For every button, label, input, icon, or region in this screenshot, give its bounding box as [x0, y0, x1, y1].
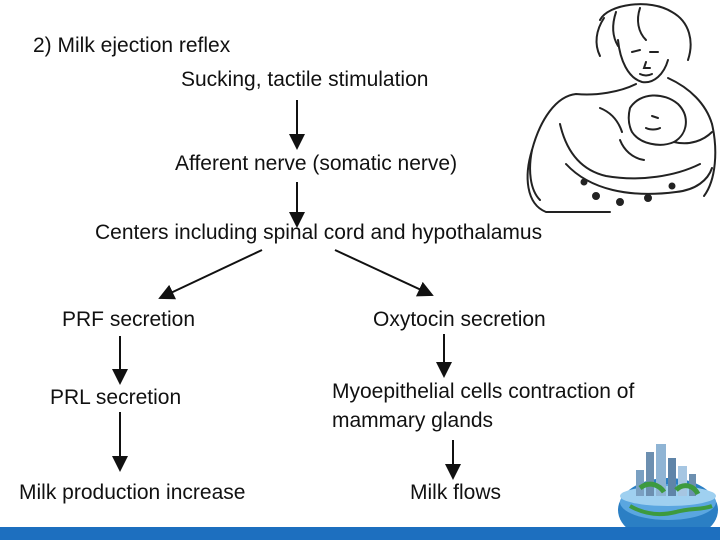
arrow-centers-to-prf	[158, 249, 263, 300]
prl-secretion: PRL secretion	[50, 386, 182, 409]
milk-production-increase: Milk production increase	[19, 481, 246, 504]
oxytocin-secretion: Oxytocin secretion	[373, 308, 546, 331]
globe-city-logo	[618, 444, 718, 540]
prf-secretion: PRF secretion	[62, 308, 196, 331]
step-stimulus: Sucking, tactile stimulation	[181, 68, 429, 91]
flow-arrows	[112, 100, 461, 480]
bottom-accent-bar	[0, 527, 720, 540]
mother-breastfeeding-illustration	[526, 3, 717, 213]
step-centers: Centers including spinal cord and hypoth…	[95, 221, 543, 244]
step-afferent-nerve: Afferent nerve (somatic nerve)	[175, 152, 458, 175]
milk-flows: Milk flows	[410, 481, 502, 504]
arrow-centers-to-oxytocin	[334, 249, 434, 297]
slide-title: 2) Milk ejection reflex	[33, 34, 231, 57]
myoepithelial-contraction: Myoepithelial cells contraction of mamma…	[332, 380, 635, 432]
